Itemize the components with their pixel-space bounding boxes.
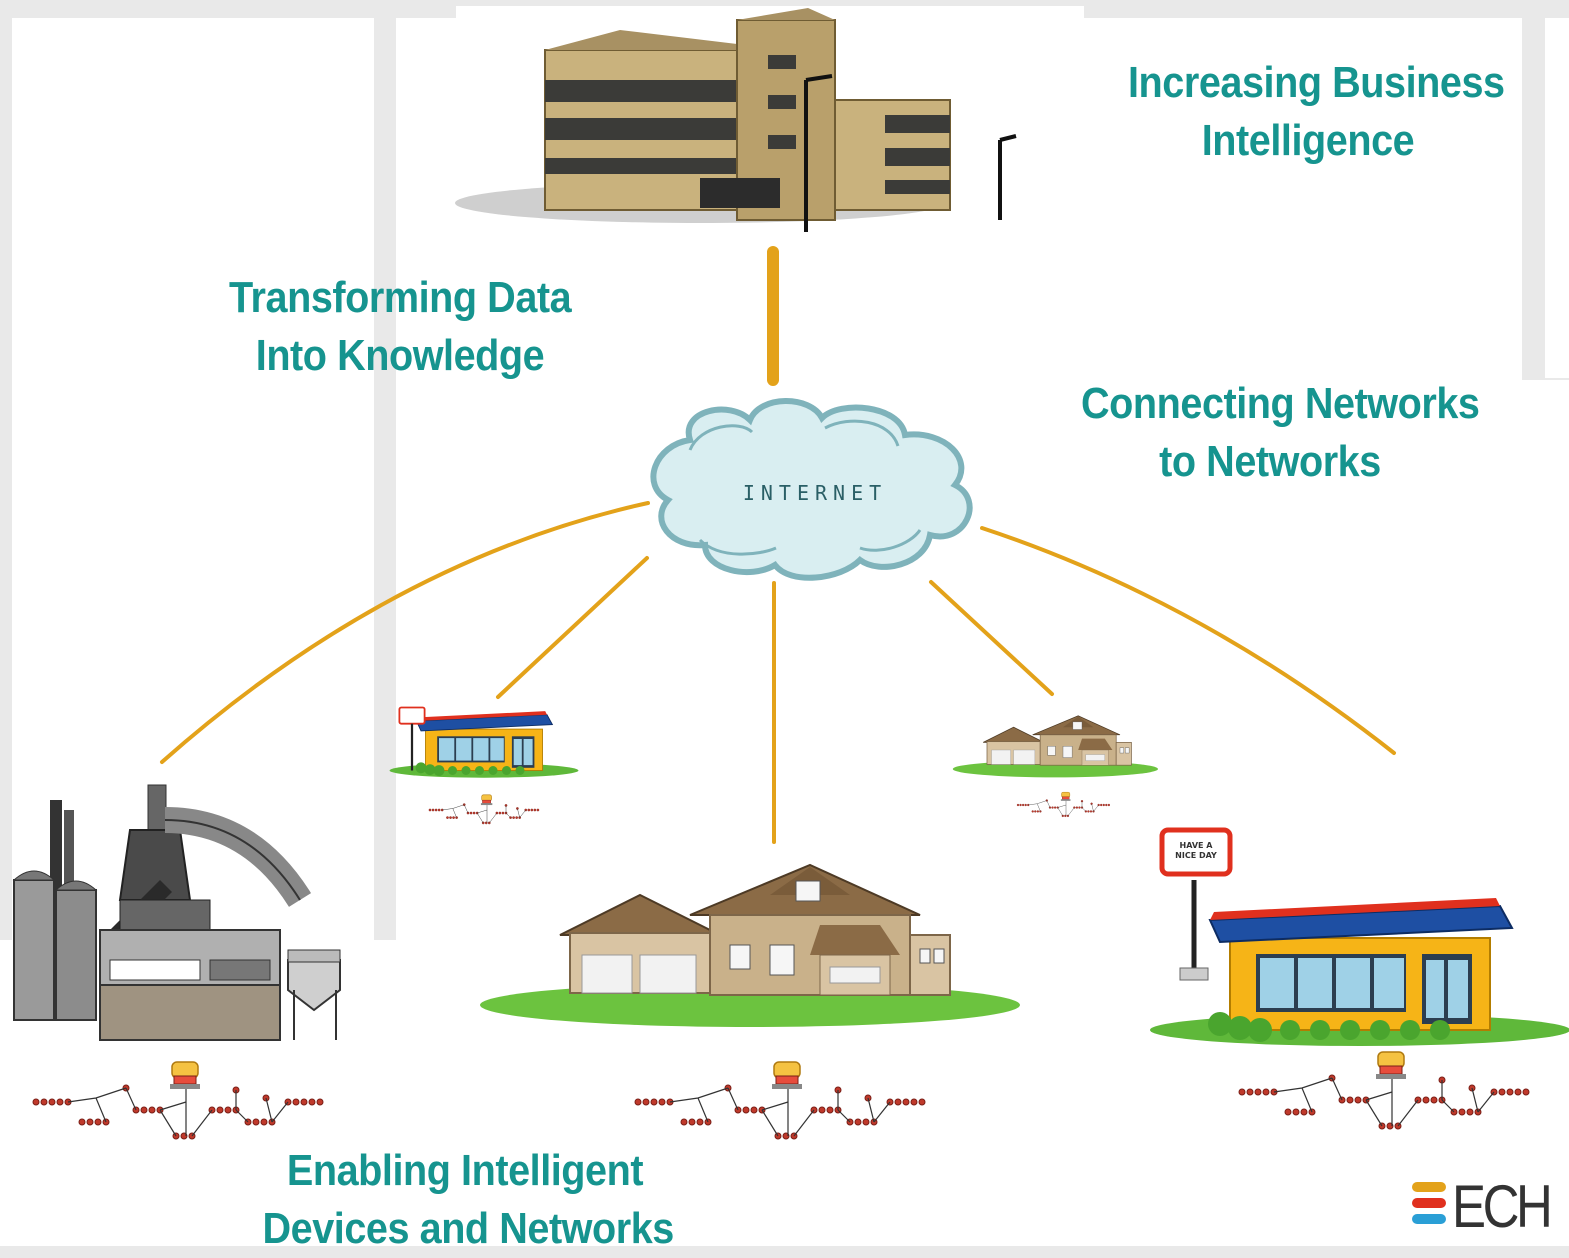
internet-cloud-icon: INTERNET: [650, 398, 973, 581]
caption-line: Intelligence: [1201, 116, 1415, 165]
connector-cloud-to-store: [980, 526, 1396, 755]
device-network-icon-house: [634, 1061, 926, 1140]
caption-transforming-data: Transforming Data Into Knowledge: [229, 269, 572, 385]
store-icon: [1149, 827, 1569, 1047]
caption-line: Into Knowledge: [255, 331, 545, 380]
office-building-icon: [455, 6, 1084, 246]
bottom-right-panel: [1500, 380, 1569, 1246]
house-icon-small: [952, 715, 1159, 778]
caption-connecting-networks: Connecting Networks to Networks: [1081, 375, 1480, 491]
caption-line: Connecting Networks: [1081, 379, 1480, 428]
right-panel: [1545, 18, 1569, 378]
factory-icon: [12, 784, 341, 1041]
store-sign-line2: NICE DAY: [1175, 851, 1217, 860]
caption-line: Transforming Data: [229, 273, 572, 322]
caption-line: to Networks: [1159, 437, 1381, 486]
connector-cloud-to-small-house: [929, 580, 1054, 696]
connector-cloud-to-small-store: [496, 556, 649, 699]
device-network-icon-factory: [32, 1061, 324, 1140]
caption-business-intelligence: Increasing Business Intelligence: [1128, 54, 1505, 170]
device-network-icon-small-house: [1016, 791, 1111, 818]
caption-line: Increasing Business: [1128, 58, 1505, 107]
caption-line: Enabling Intelligent: [286, 1146, 644, 1195]
left-panel: [12, 18, 374, 948]
device-network-icon-small-store: [428, 794, 540, 825]
device-network-icon-store: [1238, 1051, 1530, 1130]
connector-lines: [160, 246, 1396, 844]
connector-cloud-to-factory: [160, 501, 650, 764]
store-sign-line1: HAVE A: [1180, 841, 1214, 850]
cloud-label: INTERNET: [743, 481, 887, 505]
logo-text: ECH: [1452, 1173, 1553, 1240]
caption-line: Devices and Networks: [262, 1204, 675, 1253]
caption-enabling-devices: Enabling Intelligent Devices and Network…: [262, 1142, 675, 1258]
logo-icon: [1412, 1182, 1446, 1224]
store-icon-small: [389, 706, 579, 779]
house-icon: [479, 864, 1021, 1028]
